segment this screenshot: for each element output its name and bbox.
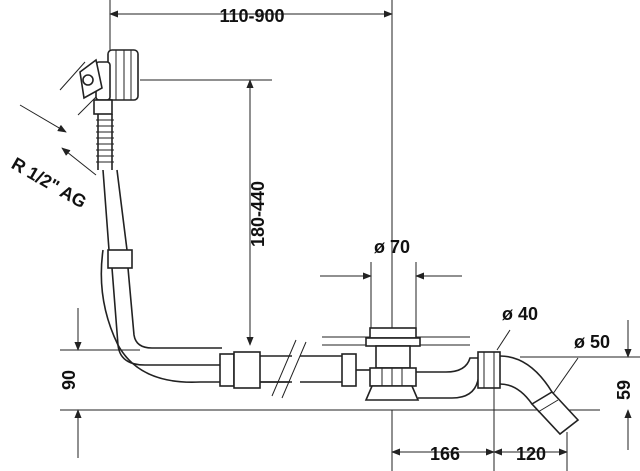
outlet-diameter-label: ø 40 — [502, 304, 538, 324]
thread-label: R 1/2" AG — [8, 153, 90, 212]
trap-diameter-label: ø 50 — [574, 332, 610, 352]
main-pipe — [100, 249, 357, 399]
overflow-diameter-label: ø 70 — [374, 237, 410, 257]
extension-lines — [59, 0, 640, 471]
outlet-trap — [477, 351, 580, 436]
dimension-lines — [19, 10, 632, 458]
overflow-assembly — [79, 49, 139, 269]
left-height-label: 90 — [59, 370, 79, 390]
width-range-label: 110-900 — [219, 6, 284, 26]
spacing-a-label: 166 — [430, 444, 460, 464]
drain-assembly — [322, 327, 480, 401]
height-range-label: 180-440 — [248, 181, 268, 247]
right-height-label: 59 — [614, 380, 634, 400]
spacing-b-label: 120 — [516, 444, 546, 464]
